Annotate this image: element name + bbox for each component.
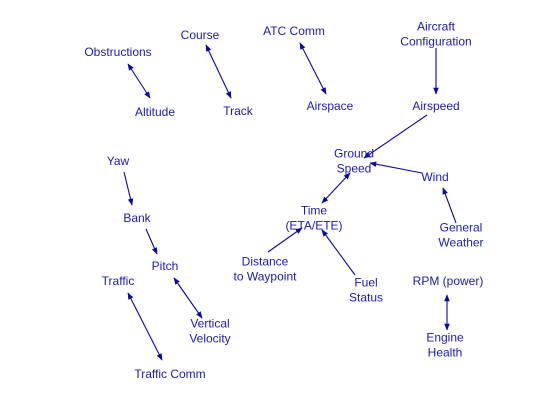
node-time: Time(ETA/ETE) xyxy=(285,204,342,233)
edge-wind-to-ground-speed xyxy=(369,161,423,174)
node-traffic-comm: Traffic Comm xyxy=(134,367,205,381)
node-wind: Wind xyxy=(421,170,448,184)
edge-distance-to-waypoint-to-time xyxy=(267,227,303,253)
node-distance-to-waypoint-line: to Waypoint xyxy=(234,270,298,284)
node-airspeed-line: Airspeed xyxy=(412,99,459,113)
node-traffic-line: Traffic xyxy=(102,274,135,288)
edge-airspeed-to-ground-speed xyxy=(363,114,428,159)
node-course-line: Course xyxy=(181,28,220,42)
node-vertical-velocity-line: Vertical xyxy=(190,317,229,331)
node-wind-line: Wind xyxy=(421,170,448,184)
node-traffic: Traffic xyxy=(102,274,135,288)
node-rpm-power-line: RPM (power) xyxy=(413,274,484,288)
node-altitude: Altitude xyxy=(135,105,175,119)
node-aircraft-configuration-line: Configuration xyxy=(400,35,471,49)
node-ground-speed-line: Ground xyxy=(334,147,374,161)
node-engine-health-line: Engine xyxy=(426,331,464,345)
node-time-line: Time xyxy=(301,204,328,218)
node-fuel-status-line: Fuel xyxy=(354,276,377,290)
node-distance-to-waypoint-line: Distance xyxy=(242,255,289,269)
edge-general-weather-to-wind xyxy=(442,187,457,224)
node-bank: Bank xyxy=(123,211,151,225)
node-atc-comm-line: ATC Comm xyxy=(263,24,325,38)
node-ground-speed-line: Speed xyxy=(337,162,372,176)
node-pitch: Pitch xyxy=(152,259,179,273)
node-obstructions-line: Obstructions xyxy=(84,45,151,59)
edge-fuel-status-to-time xyxy=(321,229,356,276)
node-obstructions: Obstructions xyxy=(84,45,151,59)
node-bank-line: Bank xyxy=(123,211,151,225)
edge-pitch-to-vertical-velocity xyxy=(173,277,203,319)
node-rpm-power: RPM (power) xyxy=(413,274,484,288)
edge-atc-comm-to-airspace xyxy=(299,42,327,95)
edge-bank-to-pitch xyxy=(145,228,158,255)
node-airspace: Airspace xyxy=(307,99,354,113)
edge-time-to-ground-speed xyxy=(321,172,351,204)
node-aircraft-configuration-line: Aircraft xyxy=(417,20,456,34)
edge-traffic-to-traffic-comm xyxy=(127,292,163,361)
node-pitch-line: Pitch xyxy=(152,259,179,273)
edges xyxy=(123,42,457,361)
node-yaw: Yaw xyxy=(107,154,130,168)
node-track-line: Track xyxy=(223,104,254,118)
node-altitude-line: Altitude xyxy=(135,105,175,119)
node-airspace-line: Airspace xyxy=(307,99,354,113)
node-general-weather-line: General xyxy=(440,221,483,235)
edge-course-to-track xyxy=(205,44,232,99)
node-traffic-comm-line: Traffic Comm xyxy=(134,367,205,381)
node-time-line: (ETA/ETE) xyxy=(285,219,342,233)
edge-obstructions-to-altitude xyxy=(127,63,151,99)
node-vertical-velocity-line: Velocity xyxy=(189,332,230,346)
node-engine-health-line: Health xyxy=(428,346,463,360)
edge-yaw-to-bank xyxy=(123,171,134,206)
node-track: Track xyxy=(223,104,254,118)
node-general-weather-line: Weather xyxy=(438,236,483,250)
node-airspeed: Airspeed xyxy=(412,99,459,113)
node-course: Course xyxy=(181,28,220,42)
node-atc-comm: ATC Comm xyxy=(263,24,325,38)
node-fuel-status-line: Status xyxy=(349,291,383,305)
node-yaw-line: Yaw xyxy=(107,154,130,168)
